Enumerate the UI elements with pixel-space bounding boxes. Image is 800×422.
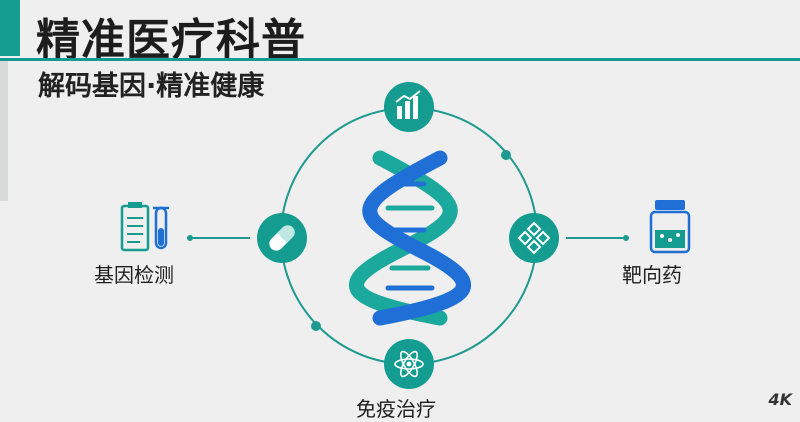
- title-accent-bar: [0, 0, 20, 56]
- immunotherapy-label: 免疫治疗: [356, 397, 436, 421]
- atom-icon: [384, 339, 434, 389]
- molecule-icon: [509, 213, 559, 263]
- clipboard-test-tube-icon: [120, 202, 169, 252]
- subtitle-side-bar: [0, 61, 8, 201]
- page-subtitle: 解码基因·精准健康: [38, 71, 265, 102]
- title-underline: [0, 58, 800, 61]
- orbit-dot: [311, 321, 321, 331]
- page-title: 精准医疗科普: [36, 15, 306, 66]
- dna-helix-icon: [349, 150, 471, 326]
- medicine-bottle-icon: [649, 200, 691, 254]
- orbit-dot: [501, 150, 511, 160]
- bar-chart-icon: [384, 82, 434, 132]
- gene-testing-label: 基因检测: [94, 263, 174, 287]
- precision-medicine-diagram: [120, 82, 691, 389]
- resolution-badge: 4K: [768, 390, 792, 409]
- capsule-icon: [257, 213, 307, 263]
- targeted-drug-label: 靶向药: [622, 263, 682, 287]
